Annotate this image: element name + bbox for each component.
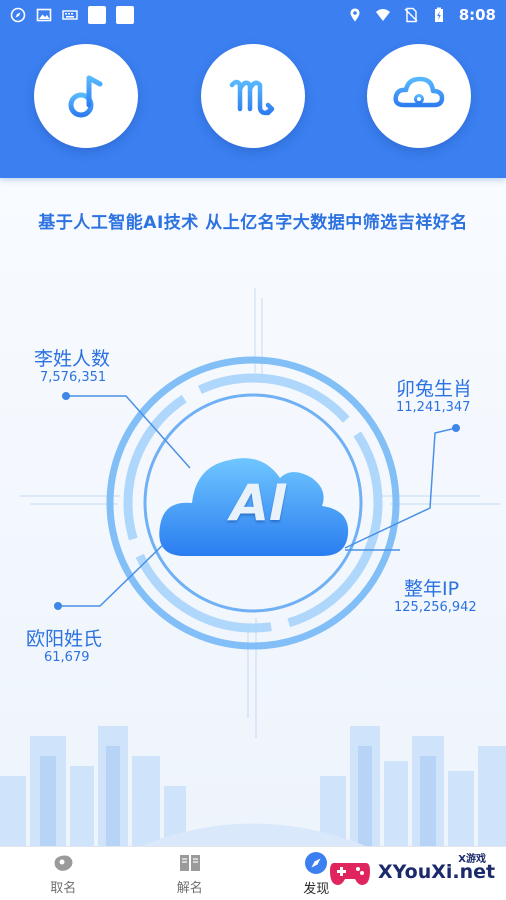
- zodiac-button[interactable]: [201, 44, 305, 148]
- location-icon: [350, 8, 360, 22]
- compass-status-icon: [10, 7, 26, 23]
- main-content: 基于人工智能AI技术 从上亿名字大数据中筛选吉祥好名: [0, 178, 506, 846]
- header: 8:08: [0, 0, 506, 178]
- stat-value: 11,241,347: [396, 400, 471, 415]
- name-icon: [54, 855, 73, 871]
- notification-square-icon: [116, 6, 134, 24]
- stat-name: 欧阳姓氏: [26, 628, 103, 650]
- stat-value: 7,576,351: [40, 370, 107, 385]
- compass-icon: [305, 851, 328, 874]
- status-bar: 8:08: [0, 0, 506, 30]
- watermark-text: XYouXi.net: [378, 861, 496, 883]
- city-skyline-graphic: [0, 726, 506, 846]
- battery-charging-icon: [434, 7, 443, 22]
- wifi-icon: [375, 9, 390, 21]
- no-sim-icon: [404, 7, 418, 23]
- music-note-icon: [68, 75, 103, 118]
- tab-interpret[interactable]: 解名: [127, 847, 254, 900]
- stat-name: 卯兔生肖: [396, 378, 473, 400]
- watermark-small-text: X游戏: [458, 854, 486, 865]
- image-status-icon: [36, 8, 52, 22]
- stat-value: 61,679: [44, 650, 90, 665]
- tab-discover[interactable]: 发现: [253, 847, 380, 900]
- cloud-button[interactable]: [367, 44, 471, 148]
- stat-value: 125,256,942: [394, 600, 477, 615]
- gamepad-logo-icon: [330, 863, 370, 885]
- watermark: XYouXi.net X游戏: [328, 850, 498, 894]
- tab-label: 发现: [303, 881, 330, 897]
- tab-label: 取名: [50, 880, 77, 896]
- tab-label: 解名: [176, 880, 203, 896]
- book-icon: [179, 854, 200, 871]
- tab-naming[interactable]: 取名: [0, 847, 127, 900]
- keyboard-status-icon: [62, 10, 78, 20]
- ai-ring-graphic: [20, 288, 500, 738]
- cloud-upload-icon: [393, 76, 445, 116]
- music-button[interactable]: [34, 44, 138, 148]
- bottom-navigation: 取名 解名 发现: [0, 846, 506, 900]
- status-time: 8:08: [458, 6, 496, 24]
- stat-name: 整年IP: [404, 578, 460, 600]
- ai-label: AI: [230, 474, 288, 532]
- page-subtitle: 基于人工智能AI技术 从上亿名字大数据中筛选吉祥好名: [38, 213, 468, 233]
- notification-square-icon: [88, 6, 106, 24]
- scorpio-icon: [229, 79, 275, 116]
- stat-name: 李姓人数: [34, 348, 111, 370]
